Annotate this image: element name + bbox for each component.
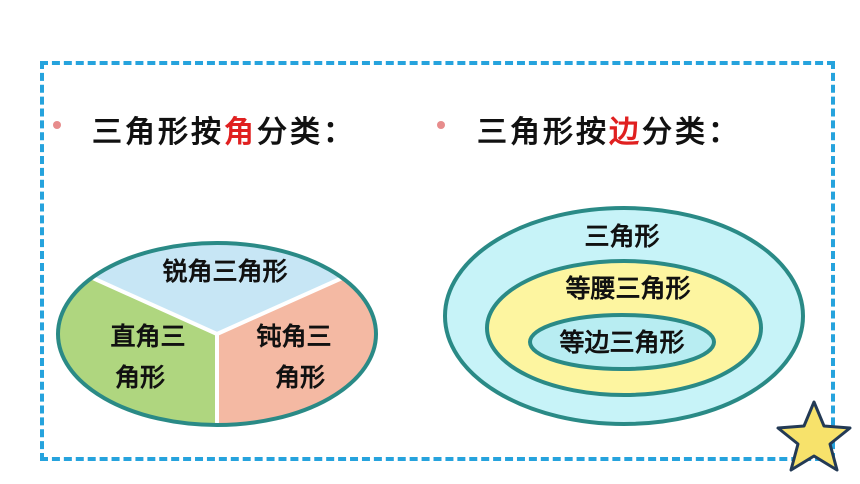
acute-label: 锐角三角形: [162, 257, 287, 286]
right-label-line1: 直角三: [110, 322, 185, 351]
angle-ellipse-outline: [56, 241, 378, 427]
angle-pie: [58, 243, 376, 425]
equilateral-inner-ellipse: [528, 313, 716, 371]
side-heading-suffix: 分类：: [642, 115, 741, 150]
bullet-icon: [437, 121, 445, 129]
angle-heading-prefix: 三角形按: [92, 115, 224, 150]
angle-heading-suffix: 分类：: [257, 115, 356, 150]
right-label-line2: 角形: [115, 363, 165, 392]
dashed-frame: [40, 61, 835, 461]
obtuse-label-line1: 钝角三: [256, 322, 331, 351]
triangle-label: 三角形: [584, 222, 659, 251]
bullet-icon: [53, 121, 61, 129]
side-heading-prefix: 三角形按: [477, 115, 609, 150]
isosceles-label: 等腰三角形: [565, 274, 690, 303]
side-classification-heading: 三角形按边分类：: [477, 107, 741, 151]
side-heading-accent: 边: [609, 115, 642, 150]
star-icon: [776, 400, 852, 472]
obtuse-label-line2: 角形: [275, 363, 325, 392]
pie-divider: [74, 268, 361, 425]
equilateral-label: 等边三角形: [559, 328, 684, 357]
angle-heading-accent: 角: [224, 115, 257, 150]
angle-classification-heading: 三角形按角分类：: [92, 107, 356, 151]
